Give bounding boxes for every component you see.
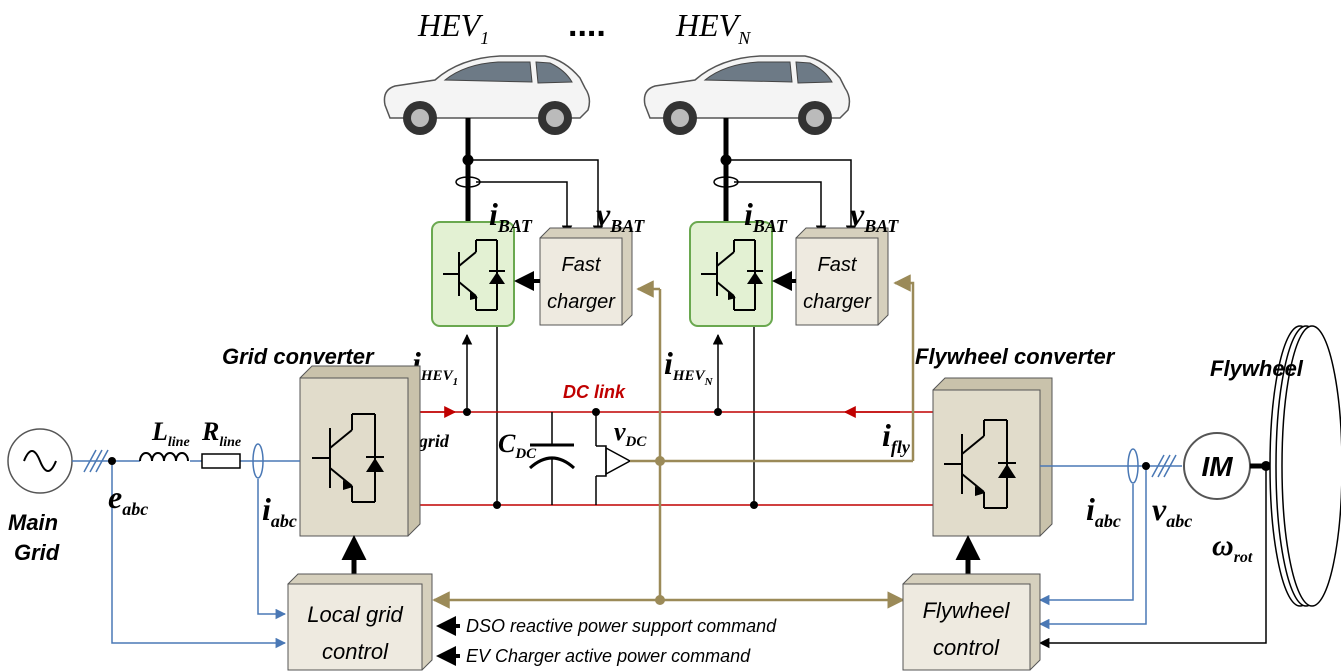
ihev1-label: iHEV1 <box>412 345 458 388</box>
grid-iabc-label: iabc <box>262 491 297 531</box>
flywheel-node <box>1142 462 1150 470</box>
omega-rot-label: ωrot <box>1212 529 1253 566</box>
vdc-sensor-icon <box>595 412 632 505</box>
dso-command-label: DSO reactive power support command <box>466 616 777 636</box>
grid-converter-box <box>299 365 421 537</box>
hevN-ibat-label: iBAT <box>744 196 788 236</box>
svg-text:charger: charger <box>547 291 616 313</box>
svg-text:control: control <box>322 639 389 664</box>
hevN-fast-charger-box: Fast charger <box>795 227 889 326</box>
hev1-vbat-label: vBAT <box>596 196 645 236</box>
flywheel-ac-line <box>1038 454 1182 630</box>
vabc-label: vabc <box>1152 491 1192 531</box>
flywheel-current-sensor-icon <box>1127 448 1139 484</box>
hev1-car-icon <box>383 55 591 135</box>
vehicle-ellipsis: .... <box>568 6 606 44</box>
flywheel-title: Flywheel <box>1210 356 1304 381</box>
induction-machine-icon: IM <box>1183 432 1251 500</box>
svg-text:Fast: Fast <box>562 254 602 276</box>
svg-text:Fast: Fast <box>818 254 858 276</box>
hevN-vbat-label: vBAT <box>850 196 899 236</box>
ihevN-label: iHEVN <box>664 345 714 388</box>
hev1-fast-charger-box: Fast charger <box>539 227 633 326</box>
svg-text:Flywheel: Flywheel <box>923 598 1011 623</box>
dc-link-bus <box>408 406 933 506</box>
control-signal-nodes <box>655 456 665 605</box>
hev1-inverter <box>431 221 515 327</box>
grid-current-sensor-icon <box>252 443 264 479</box>
flywheel-control-box: Flywheel control <box>902 573 1041 671</box>
lline-label: Lline <box>151 417 190 450</box>
flywheel-converter-title: Flywheel converter <box>915 344 1116 369</box>
svg-text:IM: IM <box>1201 451 1233 482</box>
flywheel-disk-icon <box>1269 325 1341 607</box>
main-grid-label-2: Grid <box>14 540 60 565</box>
hevN-branch-wiring <box>712 118 857 505</box>
flywheel-converter-box <box>932 377 1053 537</box>
hev1-label: HEV1 <box>417 7 489 48</box>
rline-label: Rline <box>201 417 241 450</box>
svg-text:charger: charger <box>803 291 872 313</box>
hevN-inverter <box>689 221 773 327</box>
cdc-label: CDC <box>498 429 537 462</box>
dc-link-label: DC link <box>563 382 626 402</box>
dc-link-nodes <box>463 408 758 509</box>
dc-link-capacitor <box>528 412 576 505</box>
ev-command-label: EV Charger active power command <box>466 646 751 666</box>
line-resistor-icon <box>201 453 241 469</box>
main-grid-source-icon <box>7 428 73 494</box>
eabc-label: eabc <box>108 479 148 519</box>
svg-text:control: control <box>933 635 1000 660</box>
vdc-label: vDC <box>614 417 647 450</box>
svg-text:Local grid: Local grid <box>307 602 403 627</box>
speed-feedback-line <box>1038 466 1267 649</box>
line-inductor-icon <box>139 452 189 462</box>
flywheel-iabc-label: iabc <box>1086 491 1121 531</box>
grid-converter-title: Grid converter <box>222 344 375 369</box>
hevN-car-icon <box>643 55 851 135</box>
ifly-label: ifly <box>882 417 911 457</box>
grid-node <box>108 457 116 465</box>
grid-ac-line <box>72 449 300 649</box>
hevN-label: HEVN <box>675 7 751 48</box>
hev1-branch-wiring <box>455 118 604 505</box>
control-signal-bus <box>432 274 915 609</box>
hev1-ibat-label: iBAT <box>489 196 533 236</box>
local-grid-control-box: Local grid control <box>287 573 433 671</box>
main-grid-label: Main <box>8 510 58 535</box>
